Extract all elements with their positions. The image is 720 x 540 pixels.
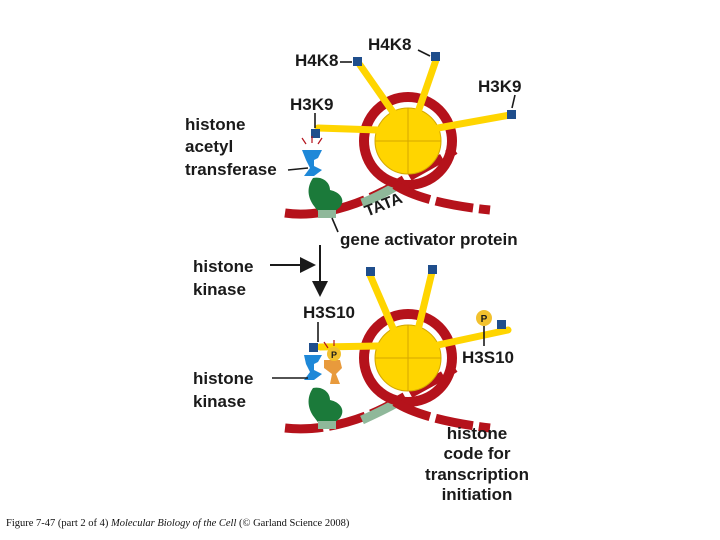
label-gene-activator-protein: gene activator protein	[340, 230, 518, 249]
histone-acetyl-transferase-icon	[301, 136, 323, 176]
phosphate-label: P	[481, 314, 488, 325]
histone-tail-h3s10-right	[434, 326, 512, 349]
label-h4k8-left: H4K8	[295, 51, 338, 70]
label-histone-acetyl-transferase-line3: transferase	[185, 160, 277, 179]
acetyl-mark-icon	[353, 57, 362, 66]
dna-wrap-top	[359, 92, 457, 190]
acetyl-mark-icon	[431, 52, 440, 61]
gene-activator-protein-icon	[308, 177, 343, 214]
histone-tail-h3k9-right	[434, 111, 514, 132]
histone-kinase-icon	[323, 340, 342, 384]
acetyl-mark-icon	[366, 267, 375, 276]
label-histone-acetyl-transferase-line2: acetyl	[185, 137, 233, 156]
label-histone-code-line3: transcription	[425, 465, 529, 484]
label-histone-code-line2: code for	[443, 444, 510, 463]
label-histone-code-line4: initiation	[442, 485, 513, 504]
label-histone-kinase-bottom-line1: histone	[193, 369, 253, 388]
caption-suffix: (© Garland Science 2008)	[236, 518, 350, 529]
label-h3k9-left: H3K9	[290, 95, 333, 114]
label-histone-kinase-bottom-line2: kinase	[193, 392, 246, 411]
acetyl-mark-icon	[497, 320, 506, 329]
top-nucleosome	[284, 49, 516, 233]
label-h3s10-left: H3S10	[303, 303, 355, 322]
label-histone-kinase-top-line2: kinase	[193, 280, 246, 299]
label-histone-acetyl-transferase-line1: histone	[185, 115, 245, 134]
label-histone-kinase-top-line1: histone	[193, 257, 253, 276]
acetyl-mark-icon	[311, 129, 320, 138]
label-h4k8-right: H4K8	[368, 35, 411, 54]
label-histone-code-line1: histone	[447, 424, 507, 443]
label-h3s10-right: H3S10	[462, 348, 514, 367]
acetyl-mark-icon	[507, 110, 516, 119]
acetyl-mark-icon	[309, 343, 318, 352]
histone-tail-h3k9-left	[314, 124, 382, 134]
histone-tail-h3s10-left	[316, 342, 382, 351]
gene-activator-protein-icon	[308, 387, 343, 425]
figure-caption: Figure 7-47 (part 2 of 4) Molecular Biol…	[6, 518, 349, 529]
histone-tail-h4k8-left	[366, 271, 399, 337]
phosphate-mark-icon: P	[476, 310, 492, 326]
dna-strand-right-top	[392, 181, 491, 215]
histone-tail-h4k8-right	[414, 56, 440, 116]
dna-wrap-bottom	[359, 309, 457, 407]
histone-acetyl-transferase-icon	[304, 355, 322, 380]
phosphate-label: P	[331, 350, 337, 360]
label-h3k9-right: H3K9	[478, 77, 521, 96]
acetyl-mark-icon	[428, 265, 437, 274]
histone-tail-h4k8-right	[414, 268, 436, 334]
bottom-nucleosome: P P	[272, 265, 512, 434]
histone-tail-h4k8-left	[356, 61, 399, 119]
caption-book-title: Molecular Biology of the Cell	[110, 518, 237, 529]
phosphate-mark-icon: P	[327, 347, 341, 361]
caption-prefix: Figure 7-47 (part 2 of 4)	[6, 518, 111, 529]
dna-strand-right-bottom	[392, 398, 491, 433]
